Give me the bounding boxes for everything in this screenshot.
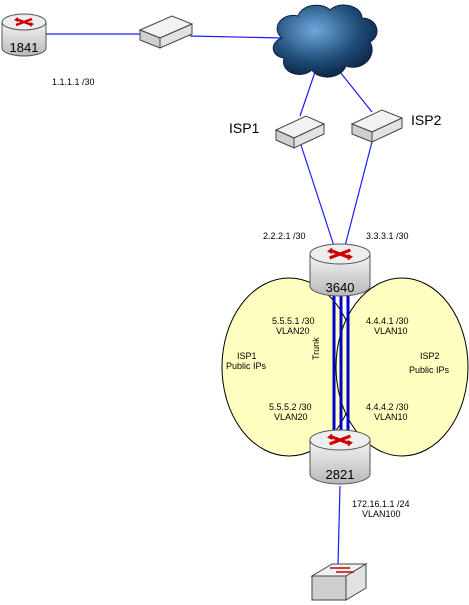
isp2-modem-icon[interactable] — [350, 109, 404, 143]
isp2-public-line2: Public IPs — [409, 365, 450, 375]
ip-isp2-link-label: 3.3.3.1 /30 — [366, 231, 409, 241]
isp1-label: ISP1 — [229, 120, 260, 136]
right-bottom-ip-label: 4.4.4.2 /30 — [366, 402, 409, 412]
router-2821-icon[interactable] — [309, 429, 371, 485]
router-3640-icon[interactable] — [309, 243, 371, 297]
internet-cloud-icon[interactable] — [272, 4, 378, 78]
router-2821-name: 2821 — [325, 467, 355, 482]
isp1-public-line1: ISP1 — [237, 351, 257, 361]
trunk-label: Trunk — [311, 337, 321, 360]
router-3640-name: 3640 — [325, 280, 355, 295]
right-top-ip-label: 4.4.4.1 /30 — [366, 316, 409, 326]
link-cloud-isp1 — [299, 71, 316, 117]
link-isp2-3640 — [344, 137, 374, 247]
lan-ip-label: 172.16.1.1 /24 — [352, 499, 410, 509]
right-top-vlan-label: VLAN10 — [374, 326, 408, 336]
modem-icon[interactable] — [138, 15, 194, 49]
ip-1841-label: 1.1.1.1 /30 — [52, 77, 95, 87]
ip-isp1-link-label: 2.2.2.1 /30 — [263, 231, 306, 241]
lan-vlan-label: VLAN100 — [362, 509, 401, 519]
right-bottom-vlan-label: VLAN10 — [374, 412, 408, 422]
link-modem-cloud — [189, 35, 283, 39]
isp2-public-ellipse — [335, 277, 469, 457]
router-1841-icon[interactable] — [1, 13, 47, 57]
link-2821-switch — [337, 485, 341, 566]
isp2-public-line1: ISP2 — [420, 351, 440, 361]
switch-icon[interactable] — [310, 563, 368, 601]
left-top-ip-label: 5.5.5.1 /30 — [272, 316, 315, 326]
isp1-public-line2: Public IPs — [226, 361, 267, 371]
left-bottom-vlan-label: VLAN20 — [274, 412, 308, 422]
isp2-label: ISP2 — [411, 112, 442, 128]
left-bottom-ip-label: 5.5.5.2 /30 — [269, 402, 312, 412]
router-1841-name: 1841 — [9, 40, 39, 55]
left-top-vlan-label: VLAN20 — [276, 326, 310, 336]
link-isp1-3640 — [299, 141, 335, 247]
isp1-modem-icon[interactable] — [274, 115, 326, 149]
link-cloud-isp2 — [339, 71, 373, 113]
